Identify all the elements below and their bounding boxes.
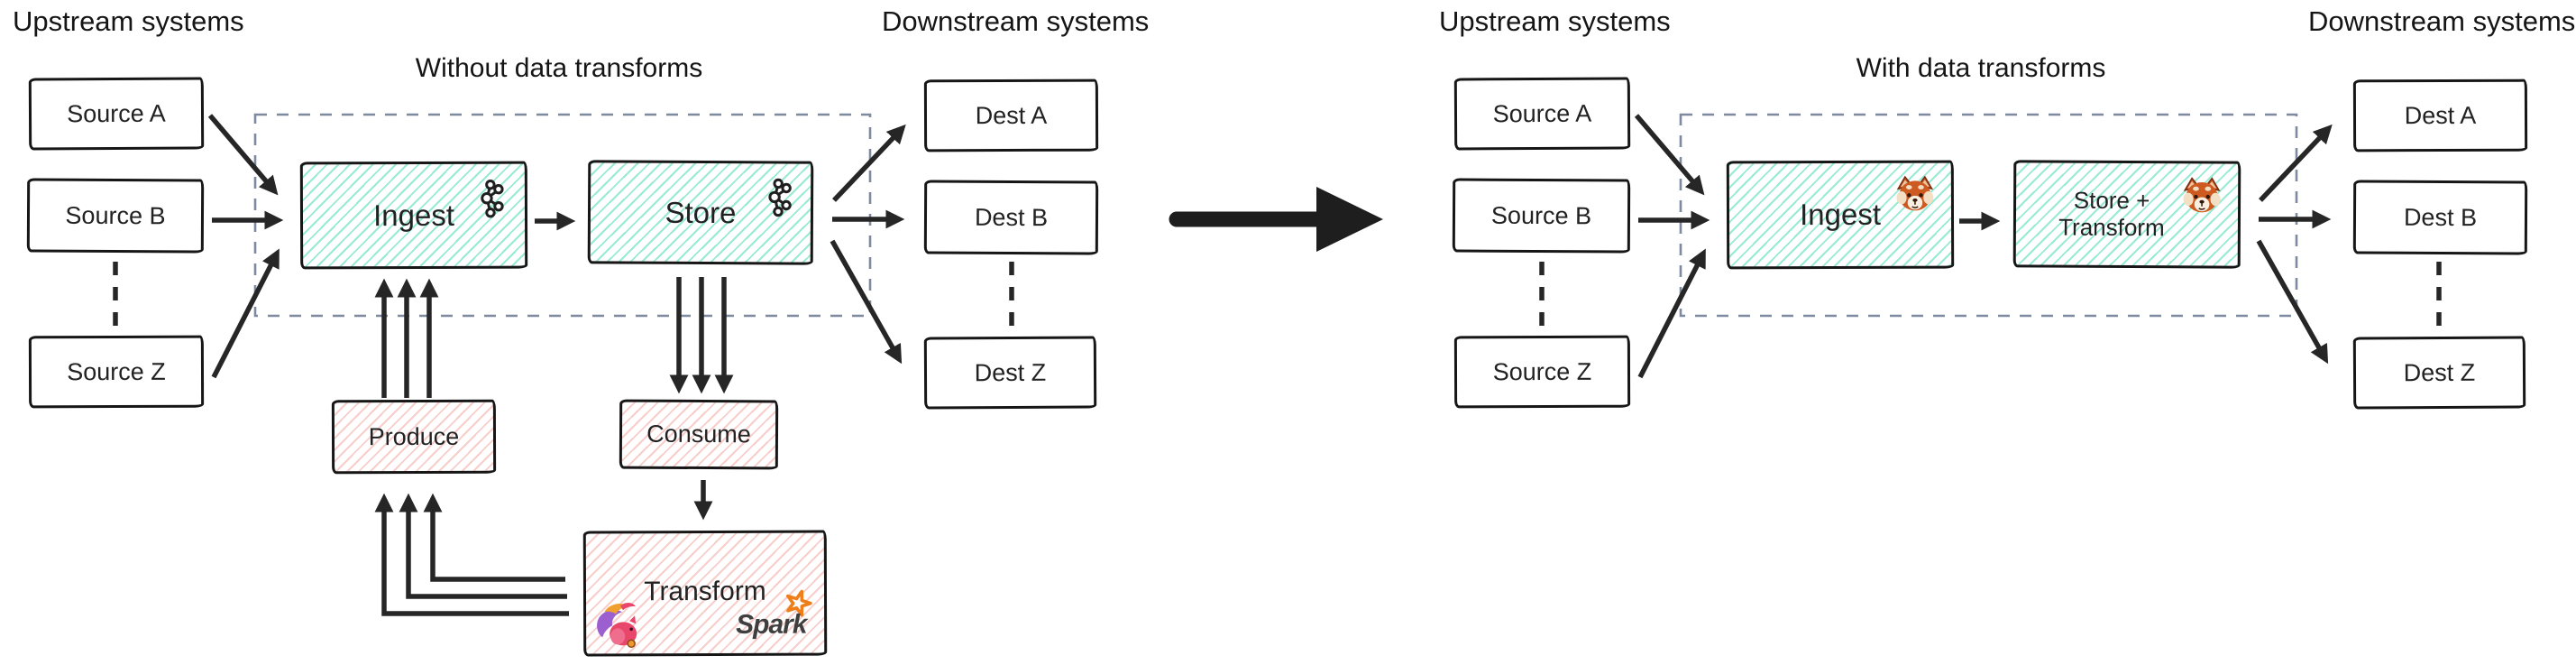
spark-logo: Spark	[736, 589, 813, 641]
right-source-b-label: Source B	[1490, 201, 1592, 229]
right-source-a-label: Source A	[1492, 99, 1592, 127]
right-source-z-box: Source Z	[1453, 335, 1631, 409]
right-source-z-label: Source Z	[1492, 357, 1592, 385]
right-upstream-label: Upstream systems	[1439, 5, 1671, 37]
arrow-right-store-to-dest-a	[2259, 124, 2333, 202]
left-dest-a-box: Dest A	[923, 79, 1099, 152]
right-dest-a-label: Dest A	[2404, 101, 2477, 129]
left-source-z-box: Source Z	[28, 335, 205, 409]
left-dest-z-box: Dest Z	[923, 336, 1097, 410]
right-downstream-label: Downstream systems	[2308, 5, 2576, 37]
arrow-left-store-to-dest-z	[830, 239, 903, 365]
left-source-a-box: Source A	[28, 77, 205, 151]
right-dest-b-box: Dest B	[2352, 180, 2528, 255]
left-source-b-label: Source B	[65, 201, 166, 229]
consume-box: Consume	[619, 399, 779, 470]
left-upstream-label: Upstream systems	[13, 5, 244, 37]
right-dest-a-box: Dest A	[2352, 79, 2528, 152]
left-diagram-title: Without data transforms	[415, 53, 703, 83]
right-dest-z-box: Dest Z	[2352, 336, 2526, 410]
arrow-left-transform-to-produce-3	[374, 493, 569, 616]
right-store-label-line1: Store +	[2073, 187, 2150, 215]
kafka-icon	[481, 180, 504, 218]
left-store-box: Store	[587, 160, 814, 265]
consume-label: Consume	[646, 420, 751, 448]
arrow-left-store-to-dest-a	[832, 124, 906, 202]
left-source-a-label: Source A	[67, 99, 166, 127]
arrow-left-transform-to-produce-1	[423, 493, 565, 582]
right-diagram-title: With data transforms	[1856, 53, 2106, 83]
left-ingest-box: Ingest	[299, 161, 528, 270]
redpanda-icon	[1896, 175, 1934, 211]
produce-label: Produce	[368, 422, 460, 450]
flink-squirrel-icon	[597, 603, 637, 649]
transform-box: Transform Spark	[582, 530, 828, 657]
arrow-right-source-z-to-ingest	[1637, 248, 1706, 379]
redpanda-icon	[2183, 177, 2221, 213]
left-downstream-label: Downstream systems	[882, 5, 1150, 37]
right-dest-z-label: Dest Z	[2403, 358, 2476, 386]
produce-box: Produce	[331, 399, 497, 475]
right-store-transform-label: Store + Transform	[2058, 187, 2165, 241]
right-store-transform-box: Store + Transform	[2012, 160, 2241, 269]
left-source-z-label: Source Z	[67, 357, 166, 385]
arrow-left-transform-to-produce-2	[399, 493, 567, 599]
kafka-icon	[768, 178, 792, 217]
left-source-b-box: Source B	[26, 178, 205, 254]
right-ingest-label: Ingest	[1799, 197, 1882, 232]
right-dest-b-label: Dest B	[2403, 203, 2478, 231]
left-dest-b-box: Dest B	[923, 180, 1099, 255]
ellipsis-dashes	[113, 262, 2442, 330]
right-source-b-box: Source B	[1452, 178, 1631, 254]
spark-star-icon	[785, 589, 812, 617]
left-dest-a-label: Dest A	[975, 101, 1048, 129]
right-ingest-box: Ingest	[1726, 160, 1955, 270]
arrow-left-source-z-to-ingest	[211, 248, 280, 379]
spark-wordmark: Spark	[736, 609, 807, 640]
right-source-a-box: Source A	[1453, 77, 1631, 151]
arrow-right-source-a-to-ingest	[1634, 114, 1705, 196]
left-ingest-label: Ingest	[372, 198, 455, 232]
arrow-right-store-to-dest-z	[2256, 239, 2329, 365]
big-transition-arrow	[1169, 187, 1383, 252]
left-store-label: Store	[665, 195, 737, 229]
left-dest-b-label: Dest B	[974, 203, 1049, 231]
right-store-label-line2: Transform	[2058, 213, 2165, 241]
left-dest-z-label: Dest Z	[974, 358, 1047, 386]
arrow-left-source-a-to-ingest	[207, 114, 279, 196]
